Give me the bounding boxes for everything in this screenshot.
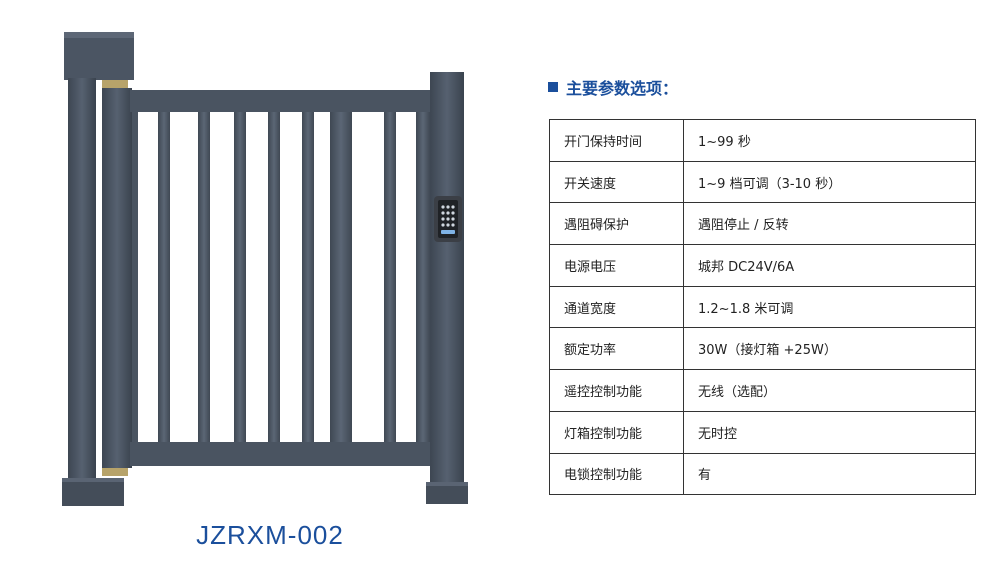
gate-leaf <box>102 88 430 468</box>
spec-table: 开门保持时间 1~99 秒 开关速度 1~9 档可调（3-10 秒） 遇阻碍保护… <box>549 119 976 496</box>
spec-label: 灯箱控制功能 <box>549 410 684 454</box>
spec-value: 1.2~1.8 米可调 <box>683 285 976 329</box>
motor-post <box>62 32 134 506</box>
spec-label: 开关速度 <box>549 160 684 204</box>
spec-label: 开门保持时间 <box>549 119 684 162</box>
table-row: 电锁控制功能 有 <box>549 452 976 496</box>
keypad-icon <box>434 196 462 242</box>
gate-bars <box>158 112 430 442</box>
spec-value: 1~9 档可调（3-10 秒） <box>683 160 976 204</box>
spec-value: 城邦 DC24V/6A <box>683 244 976 287</box>
square-bullet-icon <box>548 82 558 92</box>
model-number: JZRXM-002 <box>196 520 344 550</box>
table-row: 通道宽度 1.2~1.8 米可调 <box>549 285 976 329</box>
table-row: 开关速度 1~9 档可调（3-10 秒） <box>549 160 976 204</box>
table-row: 额定功率 30W（接灯箱 +25W） <box>549 327 976 371</box>
table-row: 开门保持时间 1~99 秒 <box>549 119 976 162</box>
gate-illustration <box>62 32 468 506</box>
spec-value: 无线（选配） <box>683 369 976 412</box>
spec-value: 有 <box>683 452 976 496</box>
spec-label: 通道宽度 <box>549 285 684 329</box>
table-row: 遥控控制功能 无线（选配） <box>549 369 976 412</box>
spec-value: 无时控 <box>683 410 976 454</box>
spec-heading: 主要参数选项： <box>548 76 678 98</box>
latch-post <box>426 72 468 504</box>
spec-label: 遇阻碍保护 <box>549 202 684 246</box>
spec-value: 1~99 秒 <box>683 119 976 162</box>
table-row: 灯箱控制功能 无时控 <box>549 410 976 454</box>
table-row: 电源电压 城邦 DC24V/6A <box>549 244 976 287</box>
spec-label: 额定功率 <box>549 327 684 371</box>
table-row: 遇阻碍保护 遇阻停止 / 反转 <box>549 202 976 246</box>
spec-value: 30W（接灯箱 +25W） <box>683 327 976 371</box>
spec-label: 遥控控制功能 <box>549 369 684 412</box>
spec-heading-text: 主要参数选项： <box>566 79 679 98</box>
spec-label: 电源电压 <box>549 244 684 287</box>
spec-value: 遇阻停止 / 反转 <box>683 202 976 246</box>
spec-label: 电锁控制功能 <box>549 452 684 496</box>
